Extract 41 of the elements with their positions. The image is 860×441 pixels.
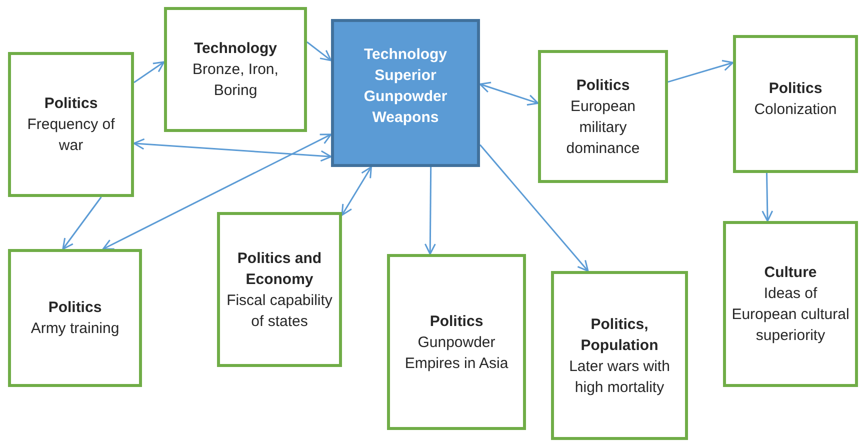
box-text: Ideas of European cultural superiority	[730, 284, 850, 346]
box-text: Later wars with high mortality	[568, 356, 671, 398]
box-heading: Technology	[364, 45, 448, 65]
box-text: Frequency of war	[26, 115, 116, 156]
box-heading: Politics	[576, 76, 630, 96]
arrow	[762, 172, 774, 222]
box-heading: Politics	[768, 79, 822, 99]
topic-box	[164, 7, 307, 132]
arrow	[133, 138, 332, 162]
central-box	[331, 19, 480, 167]
box-heading: Politics and Economy	[236, 248, 323, 290]
arrow	[479, 144, 589, 272]
topic-box	[733, 35, 858, 173]
box-heading: Politics	[44, 94, 98, 114]
box-heading: Politics, Population	[580, 314, 660, 356]
arrow	[102, 134, 332, 250]
box-text: Bronze, Iron, Boring	[192, 60, 280, 101]
box-text: Superior Gunpowder Weapons	[362, 66, 448, 128]
topic-box	[387, 254, 526, 430]
box-heading: Culture	[764, 263, 817, 283]
topic-box	[8, 52, 134, 197]
arrow	[479, 82, 539, 106]
arrow	[341, 166, 372, 216]
box-heading: Technology	[194, 39, 278, 59]
box-text: Fiscal capability of states	[226, 290, 334, 332]
box-heading: Politics	[48, 298, 102, 318]
box-text: Army training	[30, 319, 120, 339]
arrow	[306, 41, 332, 62]
box-heading: Politics	[430, 312, 484, 332]
arrow	[62, 196, 102, 250]
topic-box	[723, 221, 858, 387]
arrow	[134, 61, 165, 84]
topic-box	[217, 212, 342, 367]
topic-box	[8, 249, 142, 387]
arrow	[668, 60, 734, 83]
arrow	[424, 167, 436, 255]
box-text: European military dominance	[565, 96, 641, 158]
topic-box	[551, 271, 688, 440]
topic-box	[538, 50, 668, 183]
box-text: Colonization	[754, 100, 837, 120]
box-text: Gunpowder Empires in Asia	[404, 332, 510, 374]
